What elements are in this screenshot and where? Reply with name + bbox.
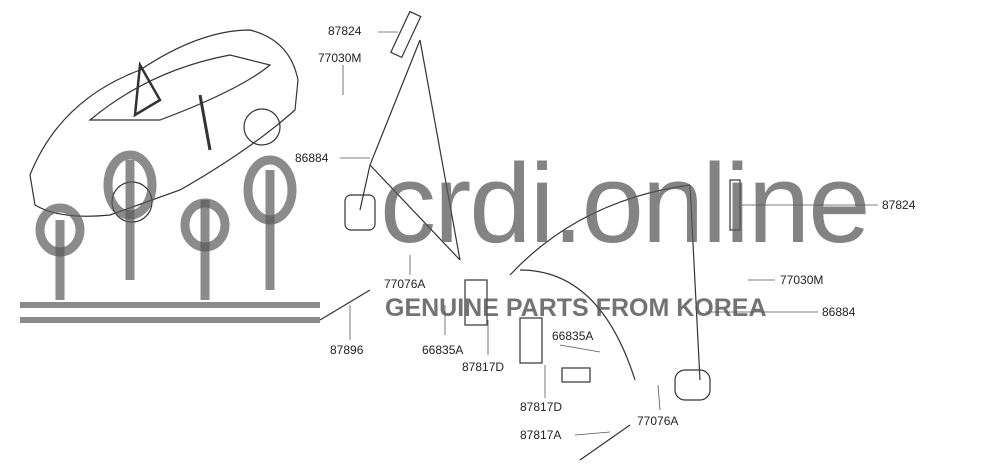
leader-lines [340, 31, 878, 436]
car-illustration [29, 29, 299, 223]
watermark-text: crdi.online [380, 141, 871, 266]
part-label-87824[interactable]: 87824 [328, 24, 362, 38]
part-label-77076a[interactable]: 77076A [384, 277, 426, 291]
part-label-87896[interactable]: 87896 [330, 343, 364, 357]
rear-seat-belt [509, 179, 741, 461]
watermark-belt-logo [20, 150, 320, 323]
front-seat-belt [319, 10, 488, 326]
part-label-86884[interactable]: 86884 [295, 151, 329, 165]
part-label-66835a[interactable]: 66835A [422, 343, 464, 357]
part-label-87817a[interactable]: 87817A [520, 428, 562, 442]
part-label-77030m-rear[interactable]: 77030M [780, 273, 824, 287]
part-label-77076a-rear[interactable]: 77076A [637, 414, 679, 428]
part-label-87817d-rear[interactable]: 87817D [520, 400, 563, 414]
part-label-87817d[interactable]: 87817D [462, 360, 505, 374]
part-label-87824-rear[interactable]: 87824 [882, 198, 916, 212]
part-label-66835a-rear[interactable]: 66835A [552, 329, 594, 343]
watermark-tagline: GENUINE PARTS FROM KOREA [385, 294, 767, 322]
part-label-77030m[interactable]: 77030M [318, 51, 362, 65]
part-label-86884-rear[interactable]: 86884 [822, 305, 856, 319]
